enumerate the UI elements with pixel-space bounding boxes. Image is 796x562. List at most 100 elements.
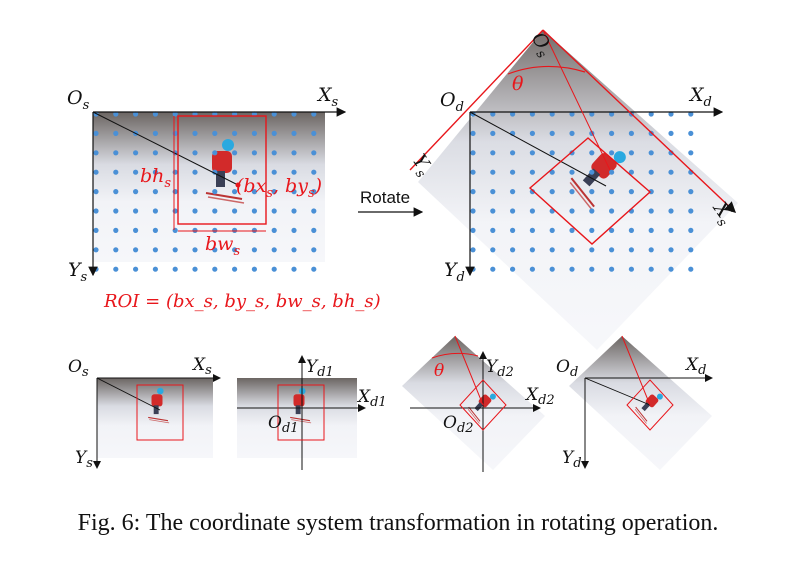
grid-dot (688, 150, 694, 156)
grid-dot (113, 130, 119, 136)
grid-dot (549, 130, 555, 136)
grid-dot (113, 208, 119, 214)
grid-dot (212, 189, 218, 195)
grid-dot (113, 266, 119, 272)
step3-roi (459, 379, 507, 431)
grid-dot (549, 189, 555, 195)
grid-dot (212, 227, 218, 233)
grid-dot (569, 111, 575, 117)
grid-dot (628, 247, 635, 253)
grid-dot (232, 266, 238, 272)
grid-dot (93, 169, 99, 175)
grid-dot (271, 227, 277, 233)
step3-panel: θ Yd2 Xd2 Od2 (402, 335, 555, 472)
grid-dot (628, 150, 635, 156)
grid-dot (648, 150, 654, 156)
grid-dot (470, 169, 476, 175)
os-label: Os (67, 87, 90, 113)
grid-dot (133, 266, 139, 272)
grid-dot (152, 189, 158, 195)
grid-dot (251, 130, 257, 136)
step3-center-line (454, 335, 484, 406)
center-label: (bxs, bys) (236, 175, 322, 201)
grid-dot (192, 266, 198, 272)
grid-dot (93, 227, 99, 233)
step3-theta-label: θ (434, 361, 444, 381)
grid-dot (93, 130, 99, 136)
grid-dot (470, 208, 476, 214)
theta-arc (507, 65, 586, 75)
grid-dot (192, 189, 198, 195)
grid-dot (152, 247, 158, 253)
source-panel: Os Xs Ys bhs bws (bxs, bys) ROI = (bx_s,… (67, 84, 381, 312)
grid-dot (113, 227, 119, 233)
grid-dot (648, 169, 654, 175)
grid-dot (589, 169, 595, 175)
grid-dot (93, 266, 99, 272)
grid-dot (271, 266, 277, 272)
grid-dot (133, 150, 139, 156)
grid-dot (628, 189, 635, 195)
grid-dot (291, 227, 297, 233)
grid-dot (192, 247, 198, 253)
grid-dot (628, 169, 635, 175)
grid-dot (509, 227, 516, 233)
grid-dot (192, 227, 198, 233)
grid-dot (291, 169, 297, 175)
grid-dot (232, 130, 238, 136)
grid-dot (509, 111, 516, 117)
grid-dot (93, 247, 99, 253)
grid-dot (152, 111, 158, 117)
grid-dot (529, 227, 536, 233)
grid-dot (589, 247, 595, 253)
grid-dot (172, 189, 178, 195)
step4-xd-label: Xd (684, 355, 706, 378)
step1-xs-label: Xs (191, 355, 212, 378)
step1-roi (136, 384, 184, 441)
grid-dot (311, 247, 317, 253)
grid-dot (529, 130, 536, 136)
xd2-label: Xd2 (524, 385, 555, 408)
step3-photo (402, 336, 545, 470)
grid-dot (549, 247, 555, 253)
grid-dot (688, 266, 694, 272)
rotate-arrow-group: Rotate (358, 188, 424, 217)
grid-dot (113, 111, 119, 117)
grid-dot (589, 150, 595, 156)
grid-dot (172, 111, 178, 117)
grid-dot (490, 189, 496, 195)
grid-dot (212, 208, 218, 214)
grid-dot (172, 208, 178, 214)
grid-dot (291, 189, 297, 195)
grid-dot (291, 150, 297, 156)
grid-dot (311, 150, 317, 156)
grid-dot (648, 247, 654, 253)
grid-dot (311, 169, 317, 175)
grid-dot (470, 130, 476, 136)
grid-dot (192, 150, 198, 156)
step4-roi (626, 379, 674, 431)
grid-dot (291, 266, 297, 272)
grid-dot (291, 111, 297, 117)
diagonal-line (92, 111, 239, 186)
grid-dot (668, 150, 674, 156)
grid-dot (490, 227, 496, 233)
roi-box (177, 115, 267, 225)
grid-dot (133, 111, 139, 117)
grid-dot (251, 189, 257, 195)
grid-dot (569, 227, 575, 233)
grid-dot (271, 130, 277, 136)
grid-dot (152, 130, 158, 136)
grid-dot (133, 247, 139, 253)
roi-center (235, 182, 241, 188)
grid-dot (589, 189, 595, 195)
step4-photo (569, 336, 712, 470)
ys-label: Ys (68, 259, 88, 285)
grid-dot (668, 169, 674, 175)
grid-dot (529, 247, 536, 253)
rotated-panel: Od Xd Yd θ Os Ys Xs (408, 28, 738, 350)
grid-dot (688, 111, 694, 117)
grid-dot (609, 208, 615, 214)
grid-dot (589, 266, 595, 272)
grid-dot (271, 111, 277, 117)
